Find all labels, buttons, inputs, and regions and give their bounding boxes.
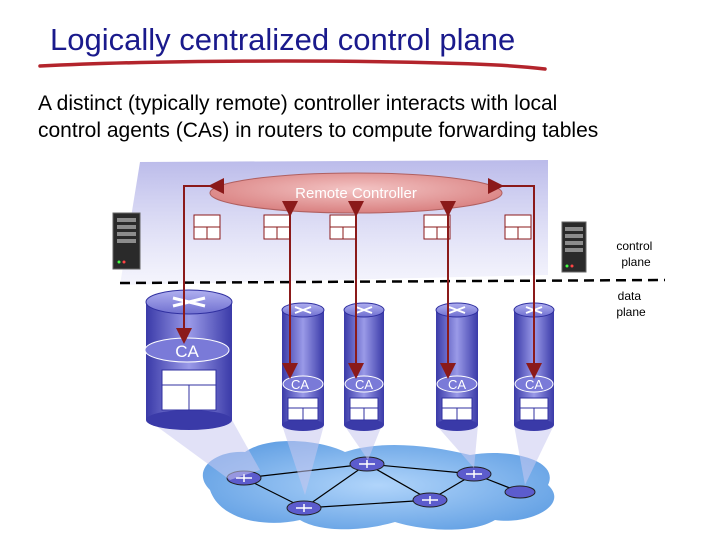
control-agent-label: CA — [525, 377, 543, 392]
router-icon — [350, 457, 384, 471]
control-agent-label: CA — [175, 342, 199, 361]
router-icon — [287, 501, 321, 515]
data-plane-label-line-2: plane — [616, 305, 646, 319]
remote-controller-label: Remote Controller — [295, 185, 417, 202]
router-icon — [413, 493, 447, 507]
control-agent-label: CA — [448, 377, 466, 392]
controller-table-3 — [330, 215, 356, 239]
controller-table-5 — [505, 215, 531, 239]
data-plane-label-line-1: data — [618, 289, 642, 303]
controller-table-2 — [264, 215, 290, 239]
control-agent-label: CA — [355, 377, 373, 392]
server-icon-right — [562, 222, 586, 272]
router-small-3: CA — [436, 303, 478, 431]
controller-table-4 — [424, 215, 450, 239]
router-icon — [457, 467, 491, 481]
control-plane-label-line-1: control — [616, 239, 652, 253]
control-plane-label: control plane — [616, 239, 655, 269]
control-plane-label-line-2: plane — [621, 255, 651, 269]
controller-table-1 — [194, 215, 220, 239]
control-agent-label: CA — [291, 377, 309, 392]
router-large: CA — [145, 290, 232, 430]
server-icon-left — [113, 213, 140, 269]
router-icon — [505, 486, 535, 498]
router-small-2: CA — [344, 303, 384, 431]
data-plane-label: data plane — [616, 289, 646, 319]
router-small-1: CA — [282, 303, 324, 431]
